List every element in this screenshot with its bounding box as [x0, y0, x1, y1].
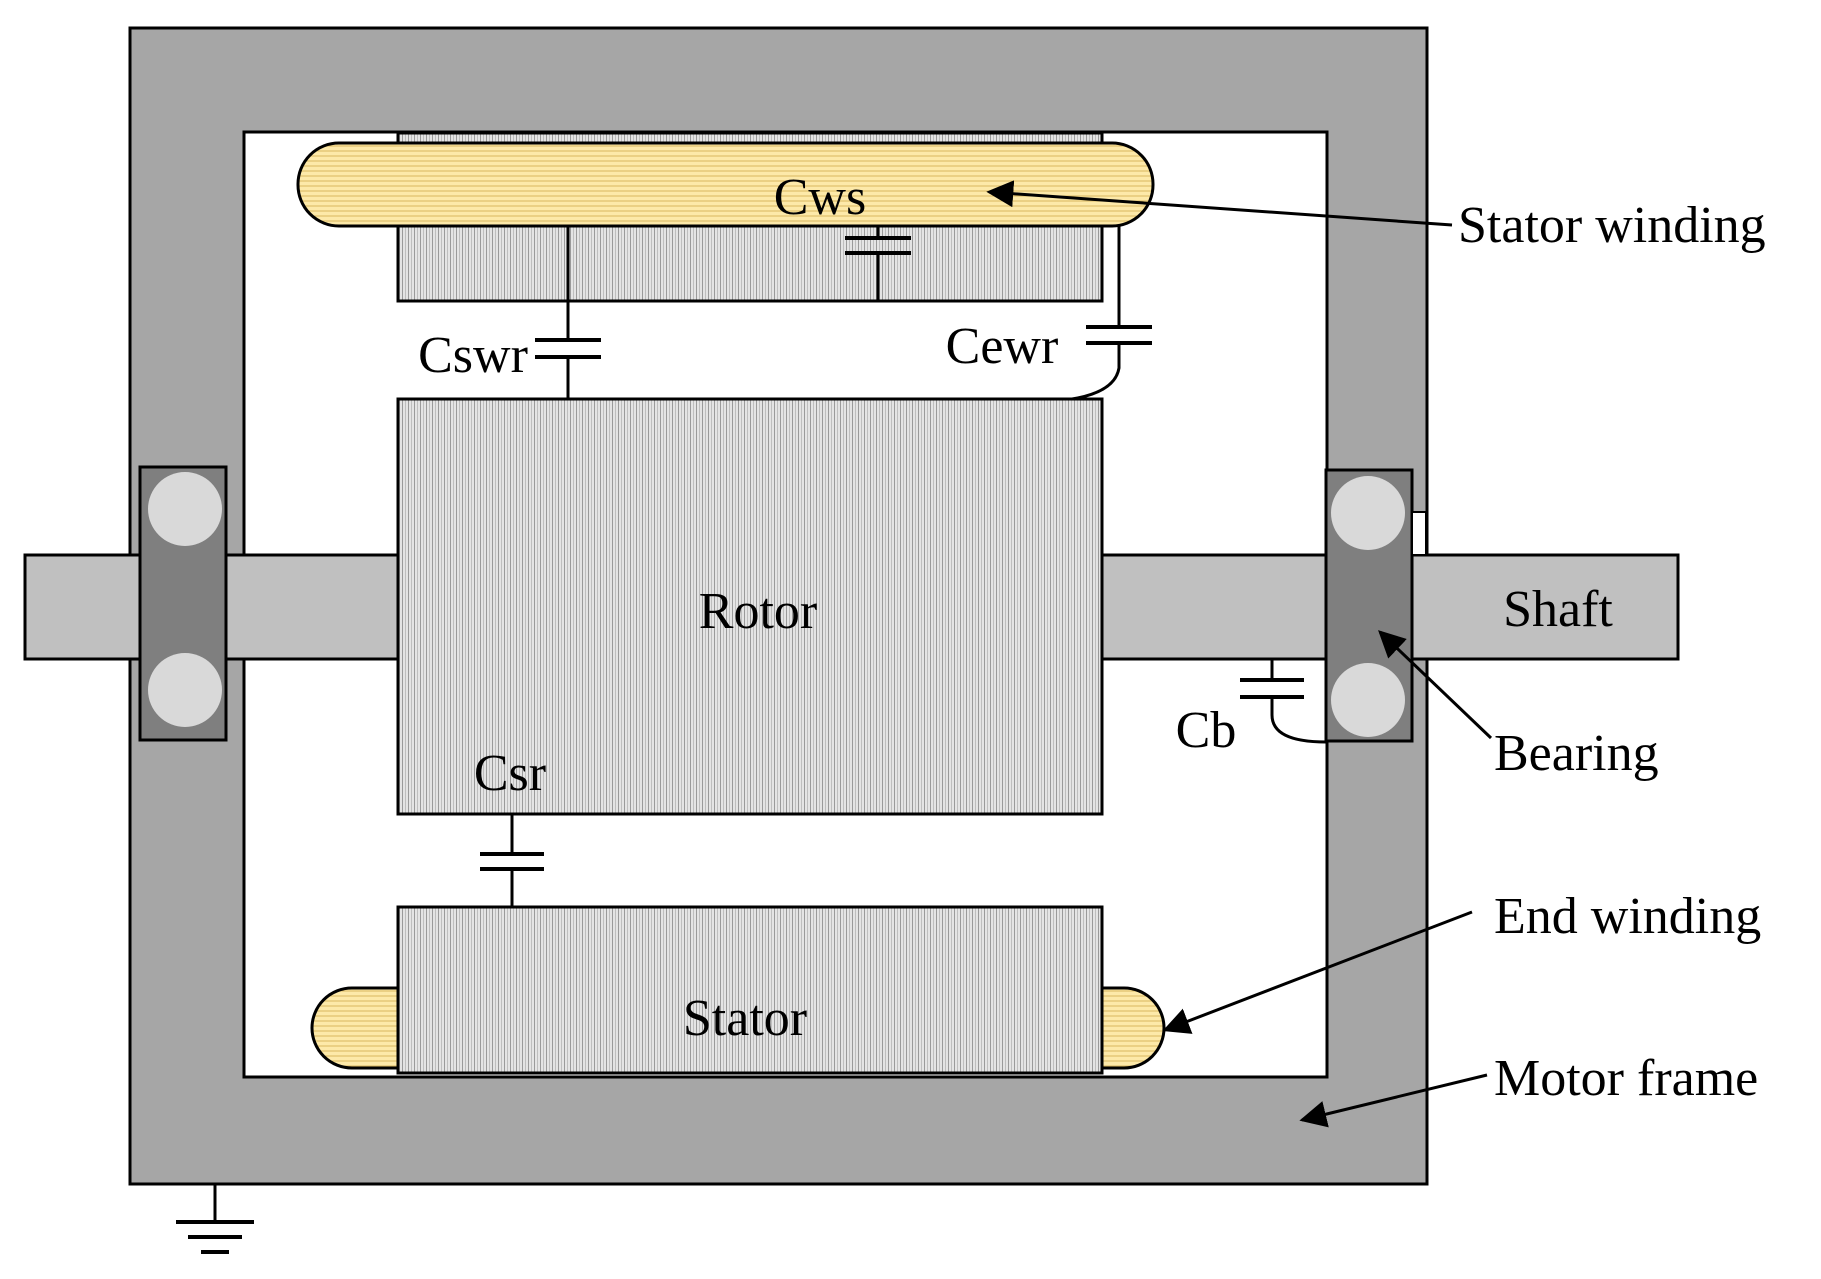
end-winding-left [310, 986, 400, 1070]
motor-frame-label: Motor frame [1494, 1050, 1758, 1107]
bearing-ball-right-top [1331, 476, 1405, 550]
shaft-notch [1411, 511, 1427, 556]
cswr-label: Cswr [418, 327, 528, 384]
bearing-left [138, 465, 228, 742]
cb-capacitor [1240, 660, 1327, 744]
stator [396, 905, 1104, 1075]
csr-capacitor [480, 814, 544, 907]
bearing-label: Bearing [1494, 725, 1659, 782]
stator-label: Stator [683, 990, 807, 1047]
cws-capacitor [845, 226, 911, 301]
cewr-capacitor [1071, 226, 1152, 401]
bearing-arrow [1378, 630, 1493, 740]
cewr-label: Cewr [946, 318, 1059, 375]
cswr-capacitor [535, 226, 601, 399]
rotor [396, 397, 1104, 816]
end-winding-arrow [1162, 910, 1473, 1034]
bearing-ball-left-top [148, 472, 222, 546]
end-winding-right [1098, 986, 1166, 1070]
bearing-ball-left-bottom [148, 653, 222, 727]
cb-label: Cb [1176, 702, 1237, 759]
bearing-ball-right-bottom [1331, 663, 1405, 737]
stator-winding-arrow [986, 180, 1453, 227]
cws-label: Cws [774, 169, 866, 226]
csr-label: Csr [474, 745, 546, 802]
stator-winding [296, 141, 1155, 228]
end-winding-label: End winding [1494, 888, 1761, 945]
bearing-right [1324, 468, 1414, 743]
ground-symbol-icon [176, 1184, 254, 1254]
motor-frame-arrow [1299, 1073, 1488, 1128]
shaft-label: Shaft [1503, 581, 1613, 638]
stator-winding-label: Stator winding [1458, 197, 1766, 254]
rotor-label: Rotor [699, 583, 817, 640]
